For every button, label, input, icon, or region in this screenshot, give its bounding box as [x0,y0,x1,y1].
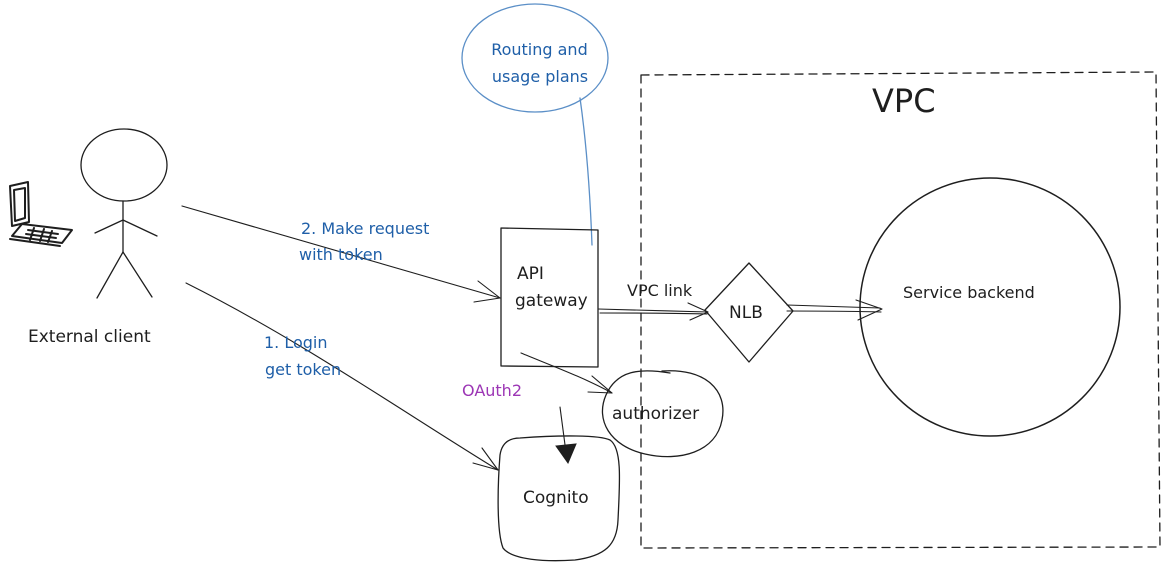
service-label: Service backend [903,283,1035,302]
routing-callout: Routing and usage plans [461,3,609,246]
vpc-label: VPC [872,82,936,120]
stick-figure-icon [80,128,168,299]
service-backend-node: Service backend [859,177,1121,437]
laptop-icon [9,181,73,247]
authorizer-label: authorizer [612,404,699,424]
callout-line-1: Routing and [491,40,588,59]
oauth-label: OAuth2 [462,381,522,400]
authorizer-node: authorizer [601,370,724,458]
api-gateway-label-line-1: API [517,264,544,284]
api-gateway-label-line-2: gateway [515,291,588,311]
edge-request: 2. Make request with token [181,205,501,303]
request-label-line-2: with token [299,245,383,264]
login-label-line-2: get token [265,360,341,379]
vpc-link-label: VPC link [627,281,693,300]
cognito-label: Cognito [523,488,589,508]
callout-line-2: usage plans [492,67,588,86]
nlb-label: NLB [729,303,763,323]
login-label-line-1: 1. Login [264,333,328,352]
svg-text:2. Make request with tok: 2. Make request with token [299,219,435,264]
svg-text:API gateway: API gateway [515,264,588,311]
edge-service [786,299,883,321]
svg-text:Routing and usage plans: Routing and usage plans [491,40,593,86]
api-gateway-node: API gateway [500,227,599,368]
request-label-line-1: 2. Make request [301,219,429,238]
edge-authorizer [520,352,613,394]
edge-oauth: OAuth2 [462,381,577,465]
edge-vpc-link: VPC link [597,281,709,321]
edge-login: 1. Login get token [185,282,499,471]
nlb-node: NLB [704,262,794,363]
client-label: External client [28,327,151,347]
cognito-node: Cognito [497,435,621,562]
svg-text:1. Login get token: 1. Login get token [264,333,341,379]
vpc-boundary: VPC [640,71,1161,549]
